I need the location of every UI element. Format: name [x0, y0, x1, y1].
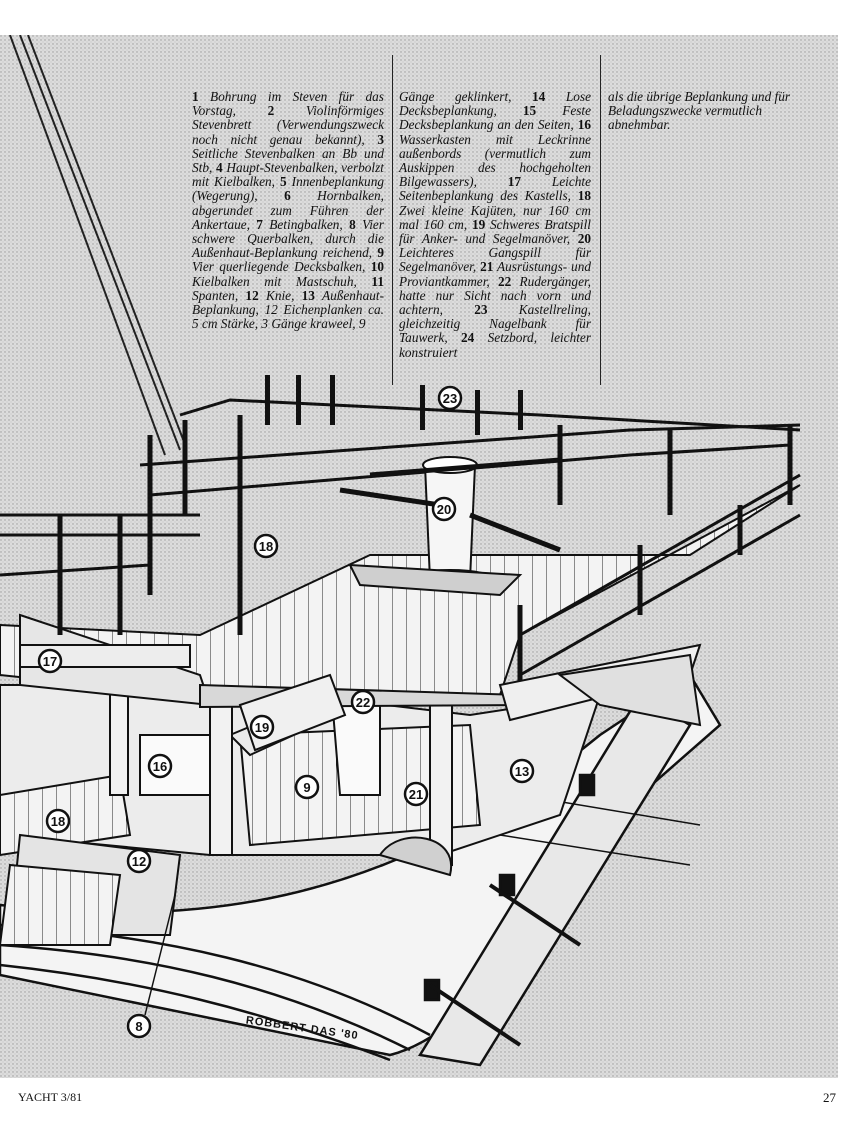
callout-13: 13	[509, 758, 535, 784]
legend-text: Innenbeplan­kung (Wegerung),	[192, 174, 384, 204]
callout-21: 21	[403, 781, 429, 807]
callout-18-lower: 18	[45, 808, 71, 834]
legend-text: Gänge geklinkert,	[399, 89, 533, 104]
svg-text:16: 16	[153, 759, 167, 774]
callout-23: 23	[437, 385, 463, 411]
legend-number: 8	[349, 216, 356, 232]
legend-number: 21	[480, 259, 494, 275]
legend-number: 7	[256, 216, 263, 232]
legend-text: Setzbord, leichter konstruiert	[399, 330, 591, 360]
legend-text: Spanten,	[192, 287, 246, 303]
legend-text: Kielbalken mit Mast­schuh,	[192, 273, 372, 289]
column-divider	[392, 55, 393, 385]
legend-text: Kastellreling, gleichzeitig Nagelbank fü…	[399, 302, 591, 346]
legend-number: 10	[370, 259, 384, 275]
legend-number: 22	[497, 273, 512, 289]
svg-text:18: 18	[259, 539, 273, 554]
svg-text:12: 12	[132, 854, 146, 869]
callout-19: 19	[249, 714, 275, 740]
legend-text: Außenhaut-Beplankung, 12 Eichenplanken c…	[192, 287, 384, 332]
callout-20: 20	[431, 496, 457, 522]
legend-text: Horn­balken, abgerundet zum Füh­ren der …	[192, 188, 385, 232]
legend-text: Haupt-Stevenbalken, verbolzt mit Kielbal…	[192, 160, 384, 190]
legend-number: 16	[577, 117, 591, 133]
legend-number: 4	[216, 160, 223, 176]
legend-text: Leichteres Gangspill für Segelmanöver,	[399, 245, 591, 275]
legend-text: als die übrige Beplankung und für Beladu…	[608, 89, 791, 133]
legend-number: 12	[245, 287, 259, 303]
svg-text:9: 9	[303, 780, 310, 795]
legend-text: Beting­balken,	[262, 216, 350, 232]
illustration-plate: 23 20 18 17 22 19 16 13 9 21 18 12 8 ROB…	[0, 35, 838, 1078]
callout-17: 17	[37, 648, 63, 674]
legend-number: 2	[267, 103, 275, 119]
callout-22: 22	[350, 689, 376, 715]
legend-text: Bohrung im Steven für das Vorstag,	[192, 89, 384, 119]
legend-number: 20	[577, 231, 591, 247]
legend-number: 24	[461, 330, 475, 346]
callout-12: 12	[126, 848, 152, 874]
legend-text: Ausrü­stungs- und Proviantkammer,	[399, 259, 592, 289]
svg-text:13: 13	[515, 764, 529, 779]
legend-text: Leichte Seitenbeplankung des Kastells,	[399, 174, 591, 204]
legend-number: 19	[471, 216, 486, 232]
legend-number: 6	[284, 188, 291, 204]
legend-column-2: Gänge geklinkert, 14 Lose Decksbeplankun…	[399, 89, 592, 360]
legend-text: Lose Decksbeplankung,	[399, 89, 591, 119]
legend-number: 3	[377, 131, 384, 147]
legend-number: 15	[522, 103, 537, 119]
legend-text: Vier querliegende Decksbal­ken,	[192, 259, 371, 275]
legend-number: 17	[507, 174, 522, 190]
ship-cutaway-drawing: 23 20 18 17 22 19 16 13 9 21 18 12 8 ROB…	[0, 35, 838, 1078]
svg-text:22: 22	[356, 695, 370, 710]
svg-text:23: 23	[443, 391, 457, 406]
legend-text: Schweres Bratspill für Anker- und Segelm…	[399, 216, 592, 247]
svg-text:8: 8	[135, 1019, 142, 1034]
legend-number: 1	[192, 89, 199, 104]
legend-number: 5	[279, 174, 287, 190]
legend-number: 13	[301, 287, 315, 303]
svg-text:20: 20	[437, 502, 451, 517]
legend-number: 18	[577, 188, 591, 204]
svg-text:18: 18	[51, 814, 65, 829]
legend-text: Rudergänger, hatte nur Sicht nach vorn u…	[399, 273, 591, 318]
legend-number: 11	[371, 273, 384, 289]
magazine-issue: YACHT 3/81	[18, 1090, 83, 1104]
legend-column-3: als die übrige Beplankung und für Beladu…	[608, 89, 804, 133]
svg-text:21: 21	[409, 787, 423, 802]
callout-18: 18	[253, 533, 279, 559]
legend-text: Violinförmiges Stevenbrett (Verwendungs­…	[192, 103, 384, 147]
legend-text: Knie,	[258, 287, 302, 303]
legend-text: Feste Decksbeplankung an den Seiten,	[399, 103, 591, 133]
legend-column-1: 1 Bohrung im Steven für das Vorstag, 2 V…	[192, 89, 385, 332]
callout-9: 9	[294, 774, 320, 800]
svg-text:19: 19	[255, 720, 269, 735]
column-divider	[600, 55, 601, 385]
svg-text:17: 17	[43, 654, 57, 669]
legend-text: Zwei kleine Kajüten, nur 160 cm mal 160 …	[399, 202, 591, 232]
legend-text: Seitliche Stevenbal­ken an Bb und Stb,	[192, 145, 384, 176]
legend-text: Wasserkasten mit Leckrinne außenbords (v…	[399, 131, 591, 190]
page-number: 27	[823, 1090, 836, 1105]
callout-8: 8	[126, 1013, 152, 1039]
callout-16: 16	[147, 753, 173, 779]
legend-number: 23	[474, 302, 488, 318]
legend-text: Vier schwere Quer­balken, durch die Auße…	[192, 216, 384, 261]
legend-number: 9	[377, 245, 384, 261]
legend-number: 14	[532, 89, 546, 104]
